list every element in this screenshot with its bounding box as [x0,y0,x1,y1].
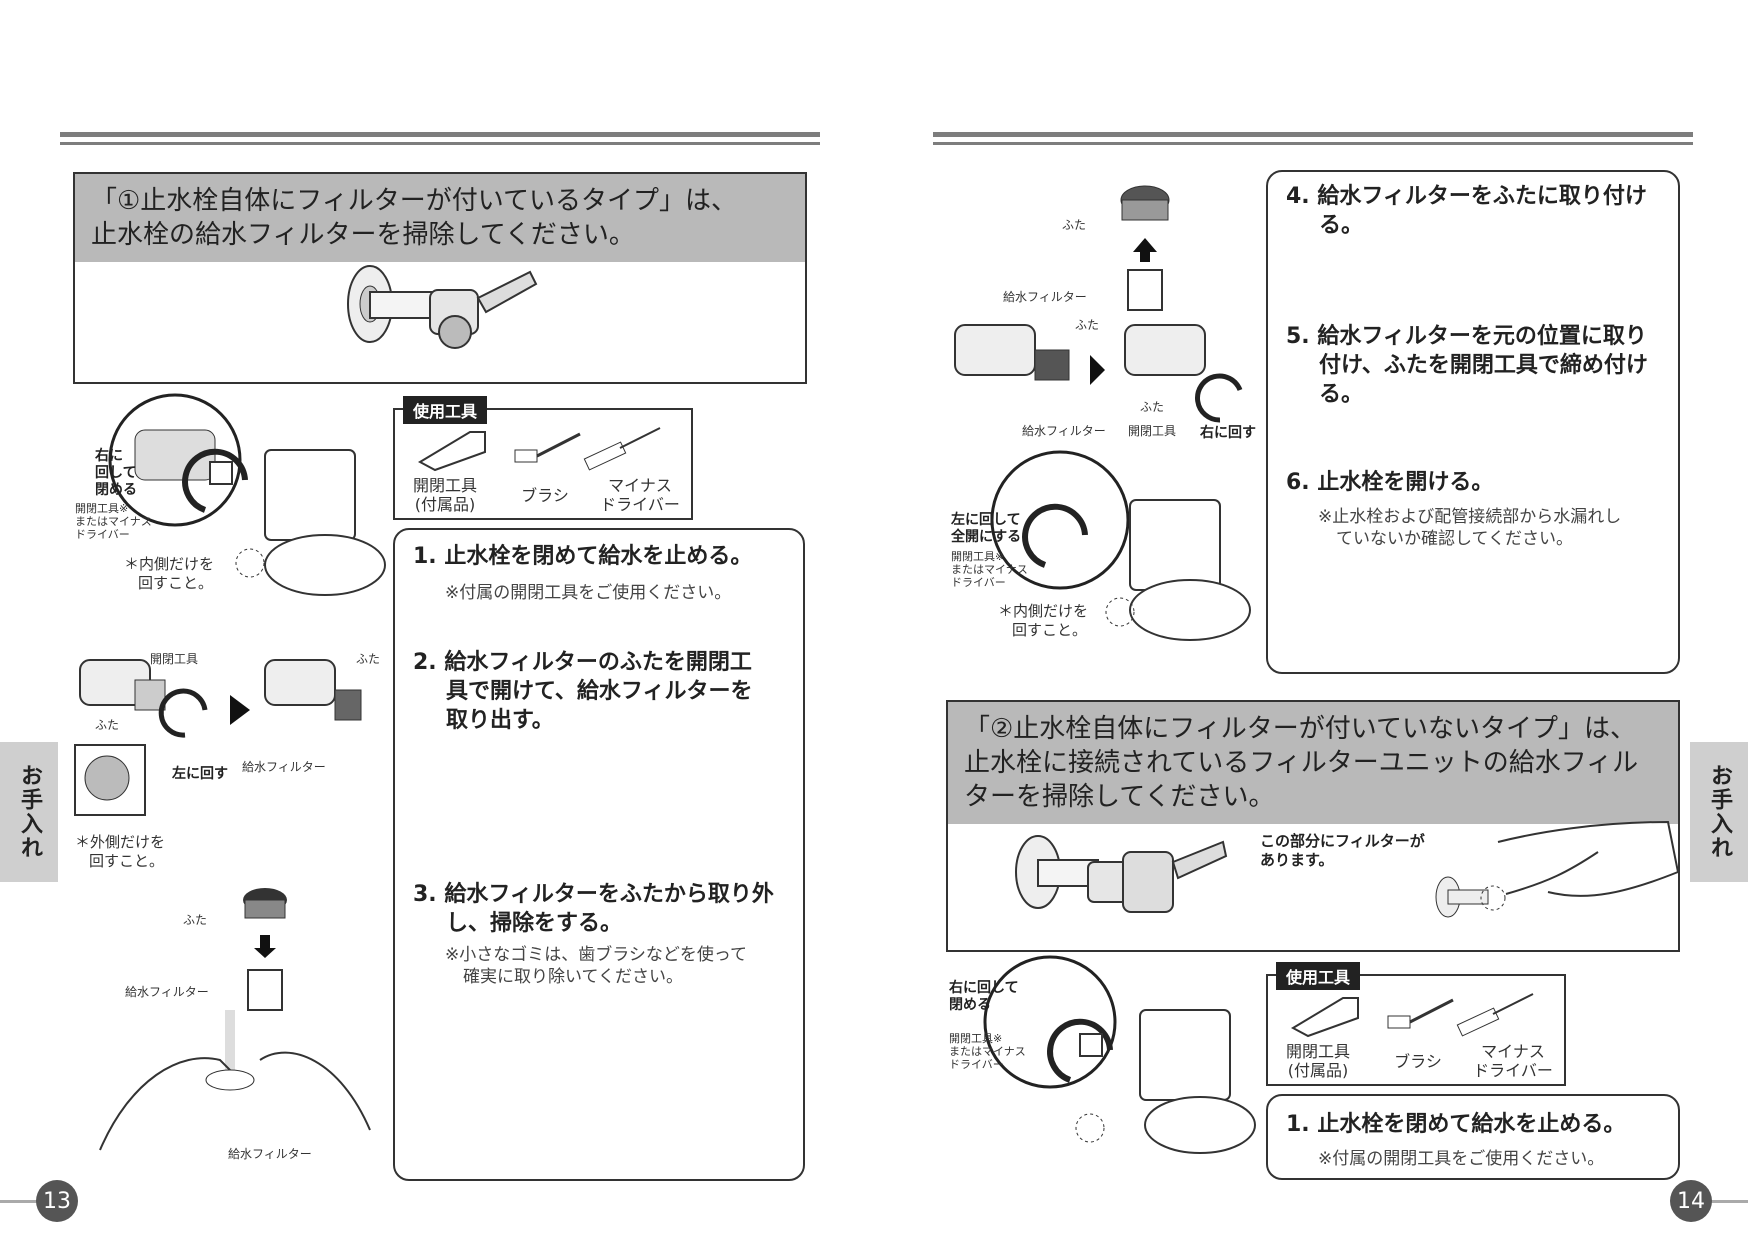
page-number-rule [0,1200,40,1203]
opening-tool-label: 開閉工具 [1128,424,1177,438]
tools-box: 使用工具 開閉工具 (付属品) ブラシ マイナス ドライバー [1266,962,1566,1086]
lid-label: ふた [1140,400,1165,414]
turn-right-label: 右に回す [1200,425,1256,441]
heading-line: 止水栓に接続されているフィルターユニットの給水フィル [964,748,1639,778]
heading-line: 「②止水栓自体にフィルターが付いていないタイプ」は、 [964,714,1637,744]
step-3-note: ※小さなゴミは、歯ブラシなどを使って 確実に取り除いてください。 [445,945,748,987]
top-rule [933,132,1693,137]
step-1: 1. 止水栓を閉めて給水を止める。 [413,544,753,569]
side-tab-care: お手入れ [1690,742,1748,882]
tools-title: 使用工具 [1276,962,1361,990]
tool-opener-label: 開閉工具 (付属品) [412,476,477,514]
tools-title: 使用工具 [403,396,488,424]
page-number: 13 [36,1180,78,1222]
lid-label: ふた [1062,218,1087,232]
water-filter-label: 給水フィルター [242,760,326,774]
valve-without-filter-illustration [1015,835,1228,913]
water-filter-label: 給水フィルター [1022,424,1106,438]
heading-line: 止水栓の給水フィルターを掃除してください。 [91,220,635,250]
inner-only-note: ＊内側だけを 回すこと。 [124,555,215,592]
section-heading: 「②止水栓自体にフィルターが付いていないタイプ」は、 止水栓に接続されているフィ… [948,702,1678,824]
water-filter-label: 給水フィルター [1003,290,1087,304]
section-heading-box: 「①止水栓自体にフィルターが付いているタイプ」は、 止水栓の給水フィルターを掃除… [73,172,807,384]
page-number-rule [1708,1200,1748,1203]
heading-line: 「①止水栓自体にフィルターが付いているタイプ」は、 [91,186,738,216]
step-4: 4. 給水フィルターをふたに取り付け る。 [1286,184,1647,238]
section-heading-box: 「②止水栓自体にフィルターが付いていないタイプ」は、 止水栓に接続されているフィ… [946,700,1680,952]
turn-left-open-label: 左に回して 全開にする [951,512,1022,545]
tool-or-driver-label: 開閉工具※ またはマイナス ドライバー [949,1032,1026,1071]
top-rule-thin [60,142,820,145]
wash-filter-illustration [99,888,371,1151]
reattach-filter-illustration [954,185,1251,641]
step-5: 5. 給水フィルターを元の位置に取り 付け、ふたを開閉工具で締め付け る。 [1286,324,1648,407]
steps-box [393,528,805,1181]
toilet-filter-location-illustration [1435,820,1680,918]
step-6-note: ※止水栓および配管接続部から水漏れし ていないか確認してください。 [1318,507,1622,549]
inner-only-note: ＊内側だけを 回すこと。 [998,602,1089,639]
close-valve-illustration [108,393,386,596]
lid-label: ふた [356,652,381,666]
page-number: 14 [1670,1180,1712,1222]
turn-right-close-label: 右に回して 閉める [949,980,1019,1013]
turn-left-label: 左に回す [172,766,228,782]
opening-tool-label: 開閉工具 [150,652,199,666]
tools-illustration [417,427,661,472]
step-1: 1. 止水栓を閉めて給水を止める。 [1286,1112,1626,1137]
tools-box: 使用工具 開閉工具 (付属品) ブラシ マイナス ドライバー [393,396,693,520]
step-1-note: ※付属の開閉工具をご使用ください。 [1318,1149,1605,1169]
steps-box [1266,170,1680,674]
heading-line: ターを掃除してください。 [964,782,1275,812]
outer-only-note: ＊外側だけを 回すこと。 [75,833,166,870]
close-valve-illustration [983,955,1256,1154]
step-2: 2. 給水フィルターのふたを開閉工 具で開けて、給水フィルターを 取り出す。 [413,650,753,733]
open-filter-lid-illustration [74,659,362,816]
steps-box [1266,1094,1680,1180]
step-1-note: ※付属の開閉工具をご使用ください。 [445,583,732,603]
lid-label: ふた [1075,318,1100,332]
turn-right-close-label: 右に 回して 閉める [95,448,137,498]
tool-opener-label: 開閉工具 (付属品) [1285,1042,1350,1080]
tool-or-driver-label: 開閉工具※ またはマイナス ドライバー [75,502,152,541]
lid-label: ふた [95,718,120,732]
water-filter-label: 給水フィルター [125,985,209,999]
water-filter-label: 給水フィルター [228,1147,312,1161]
top-rule [60,132,820,137]
tool-brush-label: ブラシ [1394,1052,1442,1071]
side-tab-care: お手入れ [0,742,58,882]
top-rule-thin [933,142,1693,145]
tool-driver-label: マイナス ドライバー [1473,1042,1553,1080]
tool-brush-label: ブラシ [521,486,569,505]
valve-with-filter-illustration [347,265,538,349]
tool-or-driver-label: 開閉工具※ またはマイナス ドライバー [951,550,1028,589]
section-heading: 「①止水栓自体にフィルターが付いているタイプ」は、 止水栓の給水フィルターを掃除… [75,174,805,262]
filter-location-callout: この部分にフィルターが あります。 [1260,832,1425,869]
lid-label: ふた [183,913,208,927]
tool-driver-label: マイナス ドライバー [600,476,680,514]
tools-illustration [1290,993,1534,1038]
step-6: 6. 止水栓を開ける。 [1286,470,1494,495]
step-3: 3. 給水フィルターをふたから取り外 し、掃除をする。 [413,882,774,936]
